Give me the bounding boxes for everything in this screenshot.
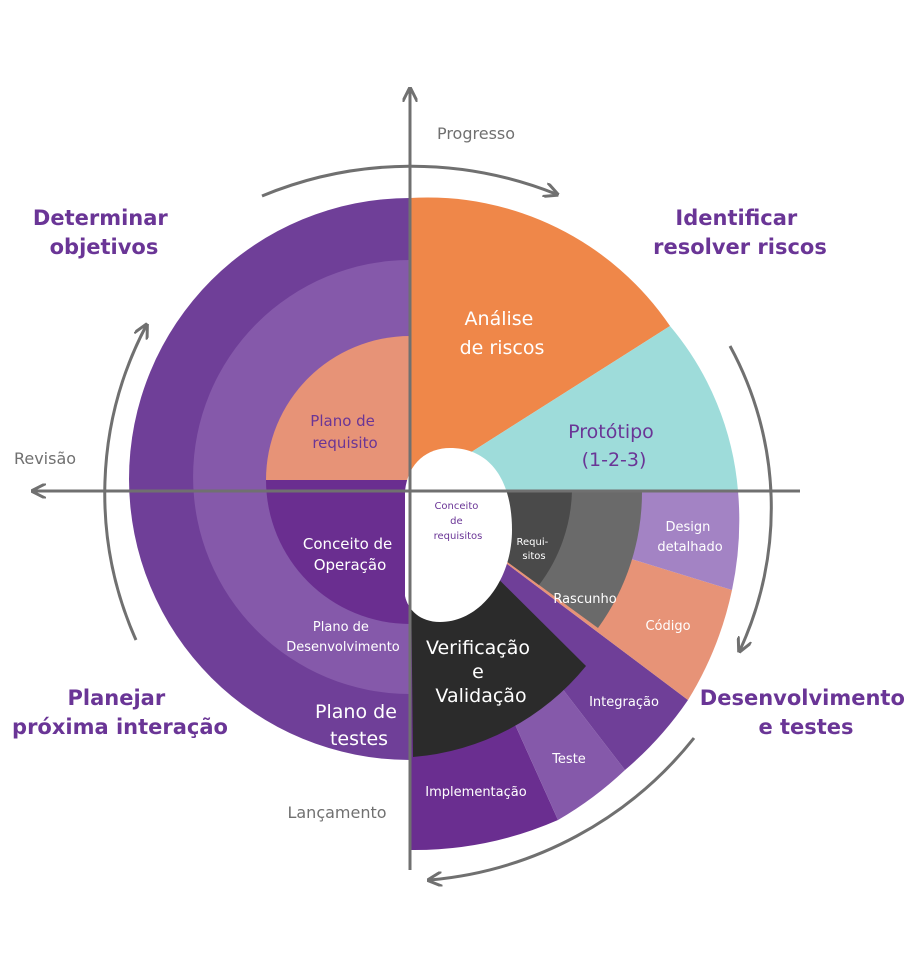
label-rascunho: Rascunho (553, 592, 616, 607)
label-plano-requisito: Plano de requisito (310, 412, 379, 452)
analise-riscos-sector (410, 197, 670, 491)
label-requisitos: Requi- sitos (517, 537, 552, 562)
label-integracao: Integração (589, 695, 659, 710)
label-verificacao-validacao: Verificação e Validação (426, 637, 536, 707)
label-teste: Teste (551, 752, 586, 767)
label-conceito-operacao: Conceito de Operação (303, 535, 397, 574)
quadrant-label-desenvolvimento: Desenvolvimento e testes (700, 686, 912, 739)
label-codigo: Código (645, 619, 690, 634)
top-curved-arrow (261, 164, 556, 196)
quadrant-label-determinar: Determinar objetivos (33, 206, 175, 259)
prototipo-sector (410, 326, 738, 491)
label-design-detalhado: Design detalhado (657, 520, 722, 555)
conceito-operacao-sector (266, 480, 410, 624)
bottom-curved-arrow (430, 737, 696, 880)
quadrant-label-identificar: Identificar resolver riscos (653, 206, 827, 259)
axis-label-lancamento: Lançamento (287, 803, 386, 822)
quadrant-label-planejar: Planejar próxima interação (12, 686, 228, 739)
axis-label-progresso: Progresso (437, 124, 515, 143)
label-conceito-requisitos: Conceito de requisitos (434, 501, 483, 542)
right-curved-arrow (728, 345, 773, 650)
plano-requisito-sector (266, 336, 410, 480)
label-plano-testes: Plano de testes (315, 701, 403, 750)
label-prototipo: Protótipo (1-2-3) (568, 421, 660, 471)
label-analise-riscos: Análise de riscos (460, 308, 545, 359)
left-curved-arrow (103, 326, 146, 641)
label-plano-desenvolvimento: Plano de Desenvolvimento (286, 620, 400, 655)
axis-label-revisao: Revisão (14, 449, 76, 468)
label-implementacao: Implementação (425, 785, 526, 800)
